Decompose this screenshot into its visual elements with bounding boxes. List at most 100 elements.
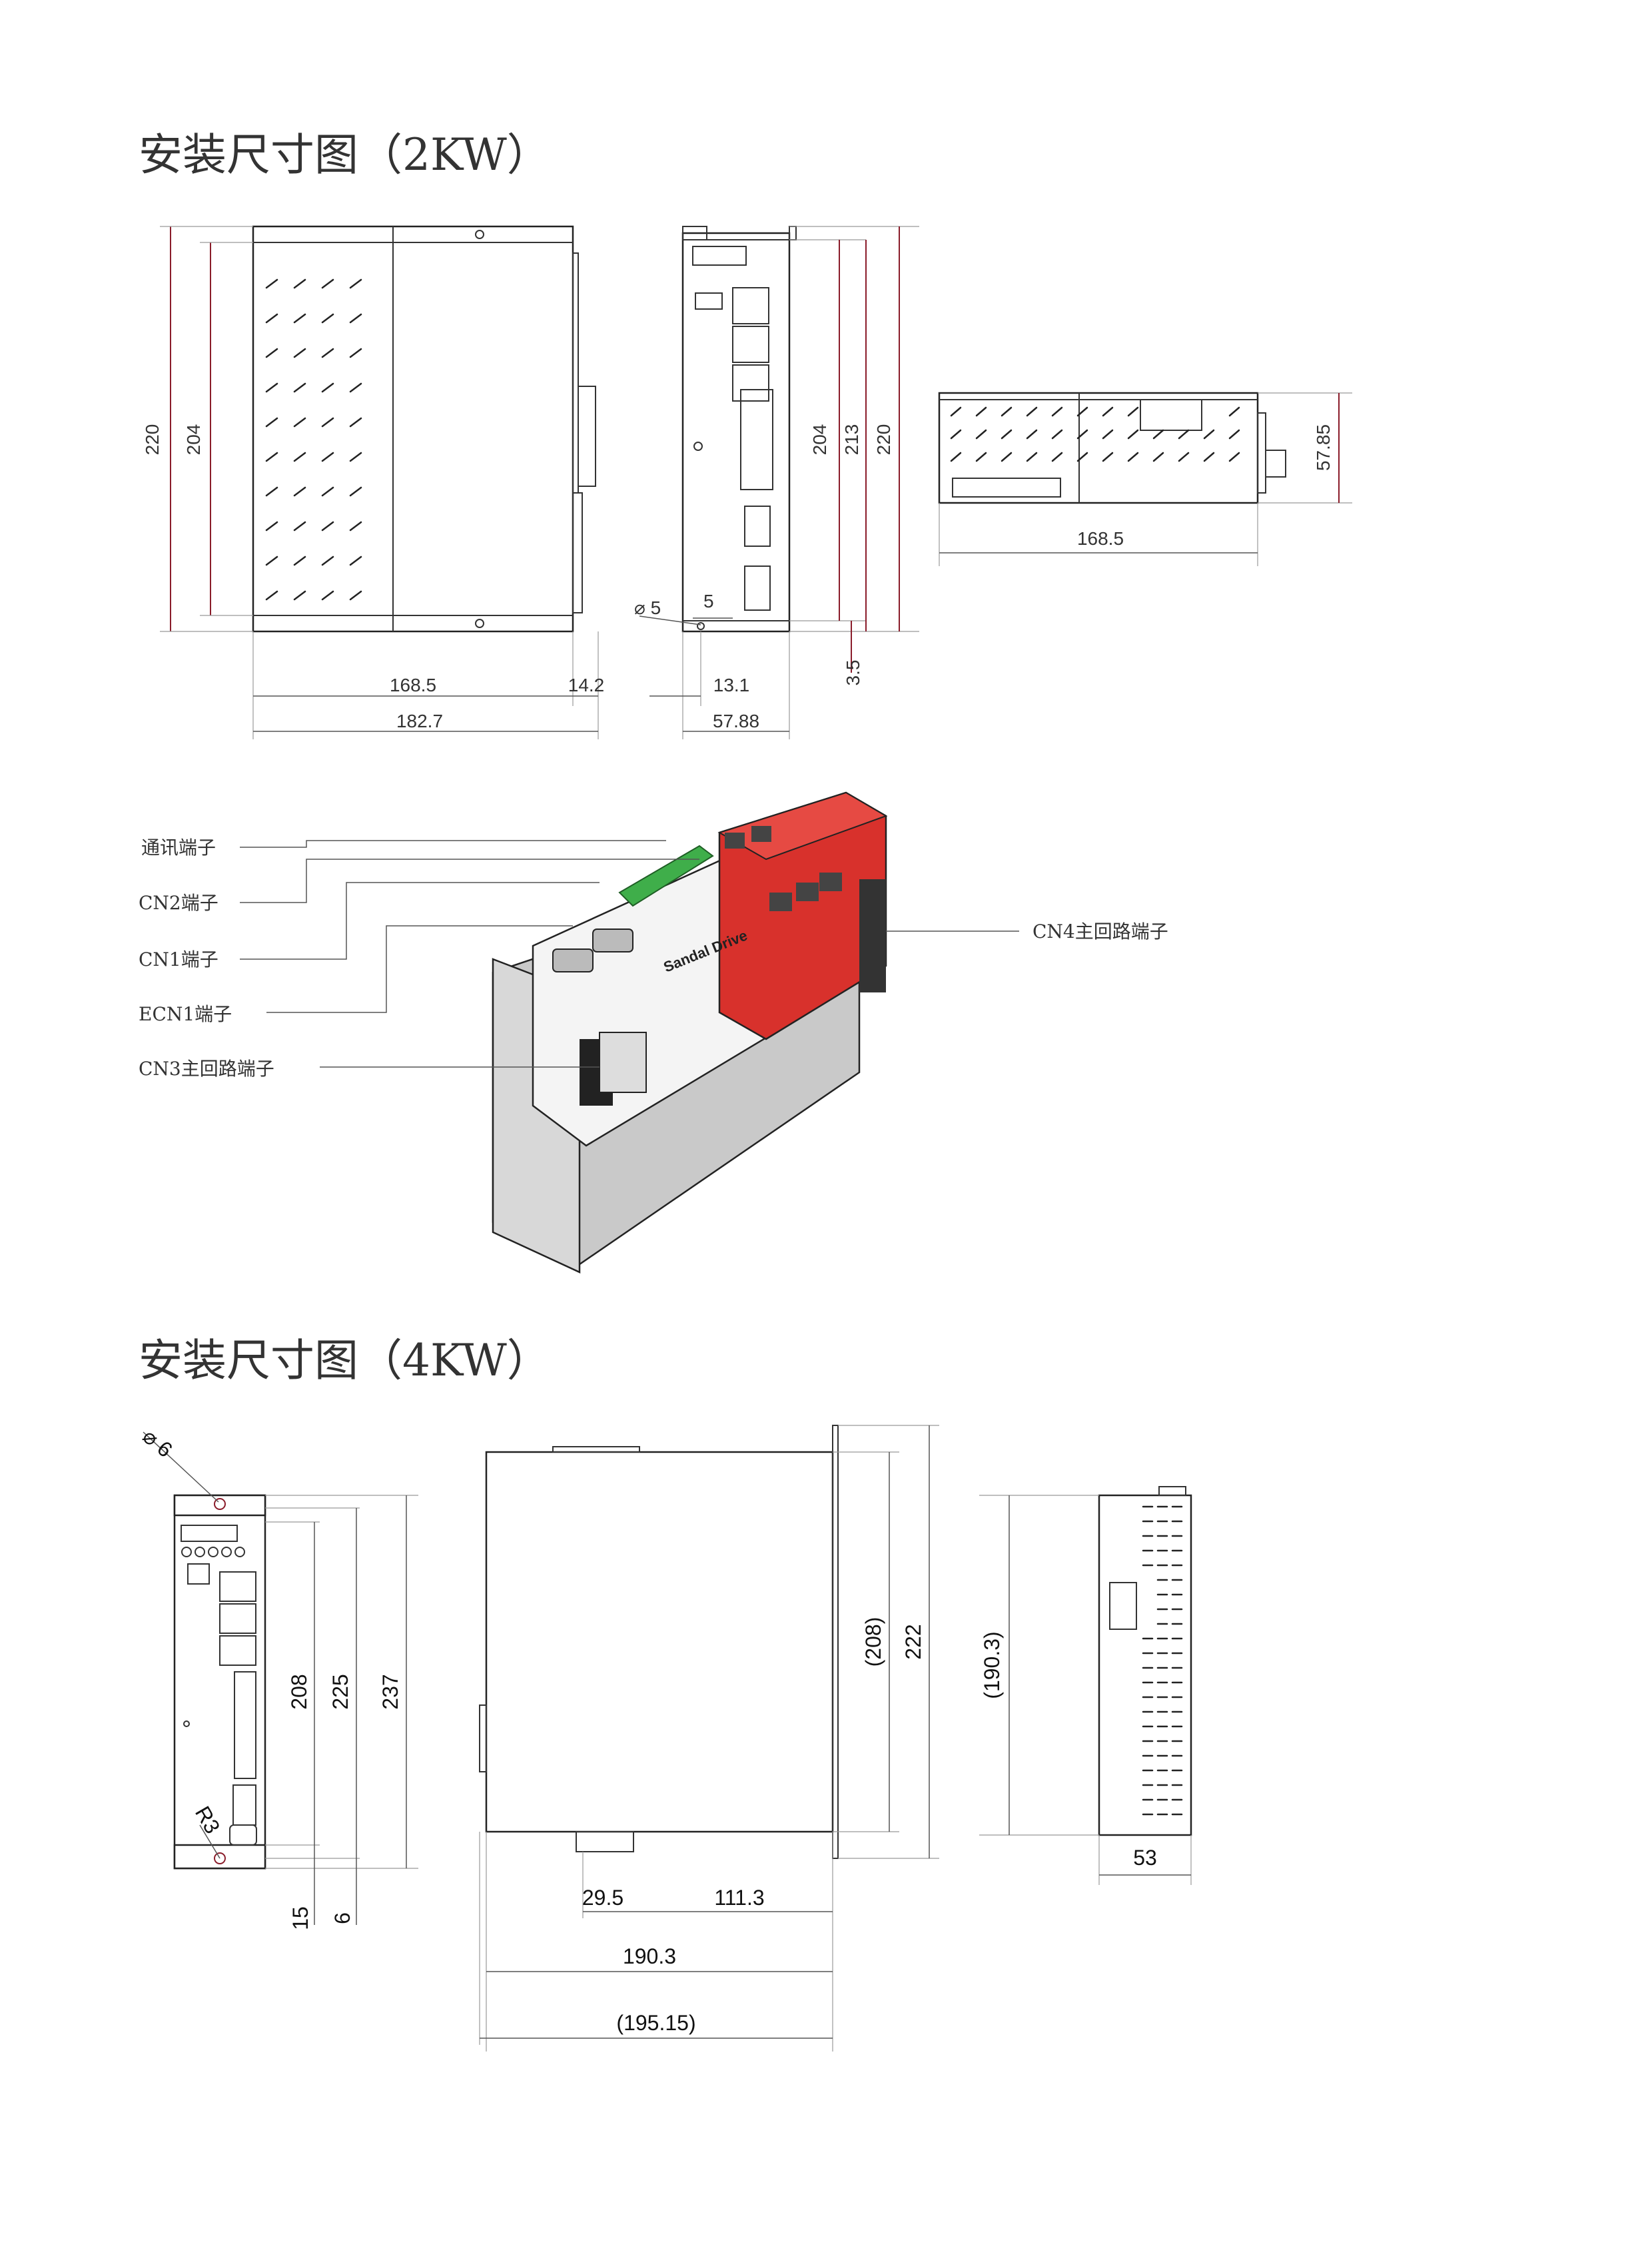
top-view-2kw: 57.85 168.5 (938, 392, 1352, 566)
dim-220-side: 220 (142, 424, 163, 456)
vent-slot (950, 429, 962, 440)
vent-slot (1152, 429, 1164, 440)
vent-slot (1228, 429, 1240, 440)
vent-slot (265, 590, 278, 601)
dim-53: 53 (1133, 1846, 1157, 1870)
vent-slot (265, 382, 278, 393)
vent-slot (950, 452, 962, 462)
vent-slot (321, 486, 334, 497)
vent-slot (321, 382, 334, 393)
vent-slot (1051, 452, 1063, 462)
front-view-4kw: 208 225 237 15 6 ⌀ 6 R3 (139, 1424, 418, 1930)
title-2kw: 安装尺寸图（2KW） (139, 129, 551, 181)
vent-slot (1152, 452, 1164, 462)
vent-slot (349, 382, 362, 393)
vent-slot (1076, 429, 1088, 440)
vent-slot (349, 278, 362, 289)
dim-111-3: 111.3 (714, 1886, 764, 1910)
callout-cn4: CN4主回路端子 (1032, 921, 1168, 942)
vent-slot (975, 452, 987, 462)
vent-slot (321, 278, 334, 289)
vent-slot (265, 348, 278, 358)
vent-slot (293, 417, 306, 428)
vent-slot (293, 590, 306, 601)
vent-slot (950, 406, 962, 417)
vent-slot (1203, 452, 1215, 462)
vent-slot (293, 382, 306, 393)
vent-slot (1026, 429, 1038, 440)
dim-6-4kw: 6 (330, 1912, 354, 1924)
dim-13-1: 13.1 (713, 675, 750, 695)
vent-slot (1001, 452, 1013, 462)
vent-slot (265, 556, 278, 566)
dim-168-5-side: 168.5 (390, 675, 436, 695)
vent-slot (975, 429, 987, 440)
vent-slot (1051, 406, 1063, 417)
callout-ecn1: ECN1端子 (139, 1003, 232, 1025)
dim-168-5-top: 168.5 (1077, 528, 1124, 549)
vent-slot (1001, 406, 1013, 417)
dim-222: 222 (901, 1624, 925, 1659)
vent-slot (321, 590, 334, 601)
dim-213-front: 213 (841, 424, 862, 456)
vent-slot (265, 452, 278, 462)
dim-225-4kw: 225 (328, 1674, 352, 1709)
vent-slot (293, 348, 306, 358)
vent-slot (1228, 406, 1240, 417)
vent-slot (1001, 429, 1013, 440)
dim-204-front: 204 (809, 424, 830, 456)
dim-208-4kw: 208 (287, 1674, 311, 1709)
vent-slot (321, 348, 334, 358)
vent-slot (349, 486, 362, 497)
vent-slot (1051, 429, 1063, 440)
dim-14-2: 14.2 (568, 675, 605, 695)
vent-slot (265, 486, 278, 497)
dim-190-3: 190.3 (623, 1944, 676, 1968)
vent-slot (265, 417, 278, 428)
dim-phi5: ⌀ 5 (634, 597, 661, 618)
vent-slot (1127, 452, 1139, 462)
vent-slot (265, 278, 278, 289)
vent-slot (265, 521, 278, 532)
dim-220-front: 220 (873, 424, 894, 456)
vent-slot (293, 521, 306, 532)
vent-slots (1142, 1505, 1183, 1816)
dim-190-3-paren: (190.3) (980, 1631, 1004, 1698)
vent-slot (293, 313, 306, 324)
vent-slot (1228, 452, 1240, 462)
vent-slot (349, 590, 362, 601)
vent-slot (349, 521, 362, 532)
vent-slot (1026, 406, 1038, 417)
vent-slot (1203, 429, 1215, 440)
dim-182-7: 182.7 (396, 711, 443, 731)
dim-15-4kw: 15 (288, 1906, 312, 1930)
dim-204-side: 204 (183, 424, 204, 456)
dim-phi6: ⌀ 6 (139, 1424, 177, 1462)
vent-slot (265, 313, 278, 324)
side-view-2kw: 220 204 168.5 14.2 182.7 (142, 225, 605, 739)
vent-slot (321, 452, 334, 462)
callout-comm-terminal: 通讯端子 (141, 837, 216, 859)
vent-slot (1102, 452, 1114, 462)
dim-57-88: 57.88 (713, 711, 759, 731)
vent-slot (349, 313, 362, 324)
dim-208-paren: (208) (861, 1617, 885, 1667)
vent-slot (1076, 452, 1088, 462)
vent-slot (1076, 406, 1088, 417)
vent-slot (293, 278, 306, 289)
vent-slot (321, 556, 334, 566)
dim-29-5: 29.5 (582, 1886, 623, 1910)
end-view-4kw: (190.3) 53 (979, 1486, 1192, 1885)
vent-slot (1127, 429, 1139, 440)
vent-slot (349, 556, 362, 566)
vent-slot (321, 417, 334, 428)
vent-slot (1178, 429, 1190, 440)
vent-slot (349, 452, 362, 462)
dim-5-offset: 5 (703, 591, 714, 611)
vent-slot (293, 556, 306, 566)
vent-slot (321, 521, 334, 532)
vent-slots (265, 278, 362, 601)
vent-slot (321, 313, 334, 324)
vent-slot (1102, 406, 1114, 417)
